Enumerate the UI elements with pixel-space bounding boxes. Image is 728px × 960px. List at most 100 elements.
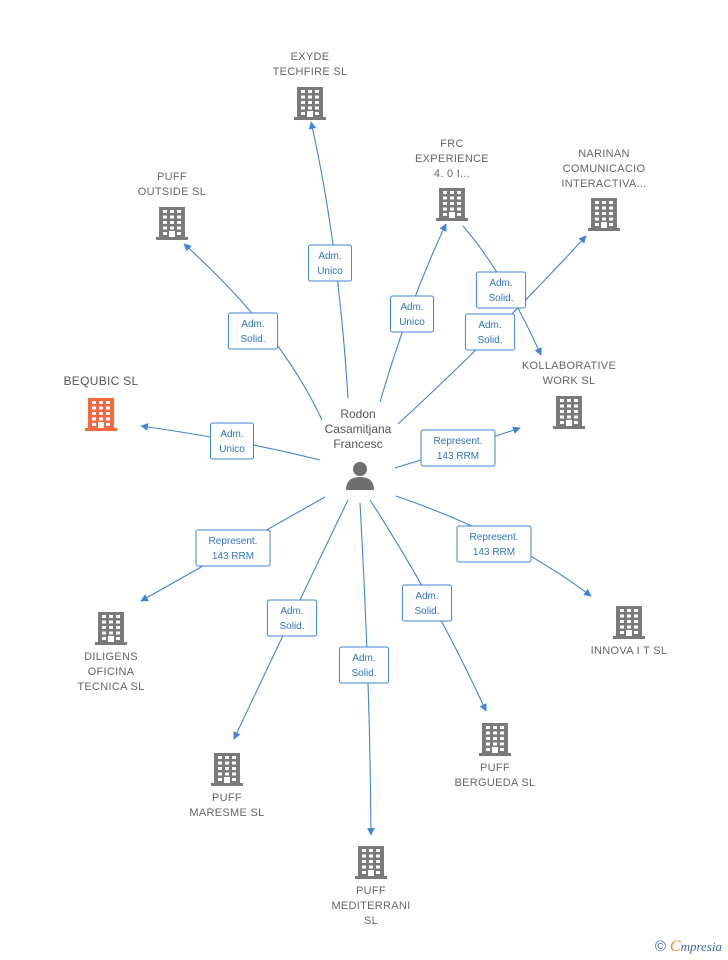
company-name-line: EXPERIENCE bbox=[415, 153, 489, 165]
edge-label-box bbox=[210, 422, 254, 460]
company-name-line: SL bbox=[364, 915, 378, 927]
company-node-puff-outside[interactable]: PUFF OUTSIDE SL bbox=[138, 171, 206, 240]
edge-label-text: Solid. bbox=[488, 293, 513, 304]
edge-label-box bbox=[308, 244, 352, 282]
edge-label-text: Solid. bbox=[351, 668, 376, 679]
edge-label-box bbox=[390, 295, 434, 333]
company-node-innova[interactable]: INNOVA I T SL bbox=[591, 606, 668, 657]
person-icon bbox=[346, 462, 374, 490]
company-node-kollaborative[interactable]: KOLLABORATIVE WORK SL bbox=[522, 360, 616, 429]
edge-label-text: Adm. bbox=[415, 591, 438, 602]
company-node-puff-bergueda[interactable]: PUFF BERGUEDA SL bbox=[455, 723, 536, 789]
edge-label[interactable]: Adm.Solid. bbox=[338, 646, 390, 684]
building-icon bbox=[95, 612, 127, 645]
edge-label-text: Adm. bbox=[318, 251, 341, 262]
edge-label[interactable]: Adm. Unico bbox=[390, 295, 434, 333]
company-name-line: WORK SL bbox=[543, 375, 596, 387]
company-name-line: 4. 0 I... bbox=[434, 168, 470, 180]
company-name-line: MEDITERRANI bbox=[331, 900, 410, 912]
edge-label[interactable]: Adm. Unico bbox=[210, 422, 254, 460]
brand-name: mpresia bbox=[680, 939, 722, 954]
company-node-bequbic[interactable]: BEQUBIC SL bbox=[63, 374, 138, 431]
edge-label-text: Adm. bbox=[241, 319, 264, 330]
edge-label[interactable]: Represent. 143 RRM bbox=[456, 525, 532, 563]
company-node-puff-maresme[interactable]: PUFF MARESME SL bbox=[189, 753, 264, 819]
building-icon bbox=[85, 398, 117, 431]
edge-label[interactable]: Represent.143 RRM bbox=[420, 429, 496, 467]
company-name-line: NARINAN bbox=[578, 148, 630, 160]
building-icon bbox=[294, 87, 326, 120]
company-node-narinan[interactable]: NARINAN COMUNICACIO INTERACTIVA... bbox=[561, 148, 646, 231]
edge-label-box bbox=[456, 525, 532, 563]
company-name-line: DILIGENS bbox=[84, 651, 138, 663]
building-icon bbox=[355, 846, 387, 879]
company-name-line: BEQUBIC SL bbox=[63, 374, 138, 388]
company-name-line: TECHFIRE SL bbox=[273, 66, 348, 78]
edge-label-text: Represent. bbox=[470, 532, 519, 543]
edge-label-text: Adm. bbox=[489, 278, 512, 289]
edge-label-box bbox=[266, 599, 318, 637]
company-name-line: OFICINA bbox=[88, 666, 135, 678]
company-name-line: MARESME SL bbox=[189, 807, 264, 819]
edge-label[interactable]: Represent. 143 RRM bbox=[195, 529, 271, 567]
edge-label-text: 143 RRM bbox=[473, 547, 515, 558]
company-name-line: OUTSIDE SL bbox=[138, 186, 206, 198]
company-name-line: PUFF bbox=[212, 792, 242, 804]
edge-label[interactable]: Adm. Solid. bbox=[266, 599, 318, 637]
company-node-frc[interactable]: FRC EXPERIENCE 4. 0 I... bbox=[415, 138, 489, 221]
company-name-line: PUFF bbox=[157, 171, 187, 183]
company-name-line: TECNICA SL bbox=[77, 681, 144, 693]
edge-label-text: Adm. bbox=[400, 302, 423, 313]
company-name-line: PUFF bbox=[480, 762, 510, 774]
company-name-line: PUFF bbox=[356, 885, 386, 897]
building-icon bbox=[436, 188, 468, 221]
edge-label-text: Adm. bbox=[478, 320, 501, 331]
edge-label-box bbox=[195, 529, 271, 567]
edge-label[interactable]: Adm. Solid. bbox=[464, 313, 516, 351]
person-name-line: Francesc bbox=[333, 437, 382, 451]
edge-label-text: Unico bbox=[219, 444, 245, 455]
edge-label-box bbox=[227, 312, 279, 350]
building-icon bbox=[211, 753, 243, 786]
edge-label-box bbox=[338, 646, 390, 684]
edge-label-box bbox=[420, 429, 496, 467]
edge-label-text: Solid. bbox=[477, 335, 502, 346]
edge-label[interactable]: Adm. Solid. bbox=[227, 312, 279, 350]
building-icon bbox=[479, 723, 511, 756]
edge-label[interactable]: Adm. Unico bbox=[308, 244, 352, 282]
edge-label-box bbox=[475, 271, 527, 309]
company-name-line: BERGUEDA SL bbox=[455, 777, 536, 789]
building-icon bbox=[156, 207, 188, 240]
edge-label-text: Represent. bbox=[209, 536, 258, 547]
brand-footer[interactable]: ©Cmpresia bbox=[655, 938, 722, 956]
edge-label-text: Solid. bbox=[414, 606, 439, 617]
edge-label-text: Unico bbox=[317, 266, 343, 277]
edge-label-text: Adm. bbox=[220, 429, 243, 440]
company-node-diligens[interactable]: DILIGENS OFICINA TECNICA SL bbox=[77, 612, 144, 693]
edge-label-text: Unico bbox=[399, 317, 425, 328]
company-name-line: FRC bbox=[440, 138, 464, 150]
edge-label[interactable]: Adm. Solid. bbox=[401, 584, 453, 622]
edge-label-text: 143 RRM bbox=[437, 451, 479, 462]
company-name-line: INTERACTIVA... bbox=[561, 178, 646, 190]
edge-label-text: 143 RRM bbox=[212, 551, 254, 562]
building-icon bbox=[588, 198, 620, 231]
edge-label[interactable]: Adm. Solid. bbox=[475, 271, 527, 309]
company-name-line: COMUNICACIO bbox=[563, 163, 646, 175]
edge-label-text: Solid. bbox=[240, 334, 265, 345]
company-name-line: KOLLABORATIVE bbox=[522, 360, 616, 372]
person-name-line: Rodon bbox=[340, 407, 375, 421]
brand-initial: C bbox=[669, 938, 681, 955]
company-node-puff-mediterrani[interactable]: PUFF MEDITERRANI SL bbox=[331, 846, 410, 927]
building-icon bbox=[553, 396, 585, 429]
company-name-line: INNOVA I T SL bbox=[591, 645, 668, 657]
edge-label-text: Adm. bbox=[280, 606, 303, 617]
building-icon bbox=[613, 606, 645, 639]
edge-label-box bbox=[464, 313, 516, 351]
edge-label-text: Solid. bbox=[279, 621, 304, 632]
edge-label-box bbox=[401, 584, 453, 622]
